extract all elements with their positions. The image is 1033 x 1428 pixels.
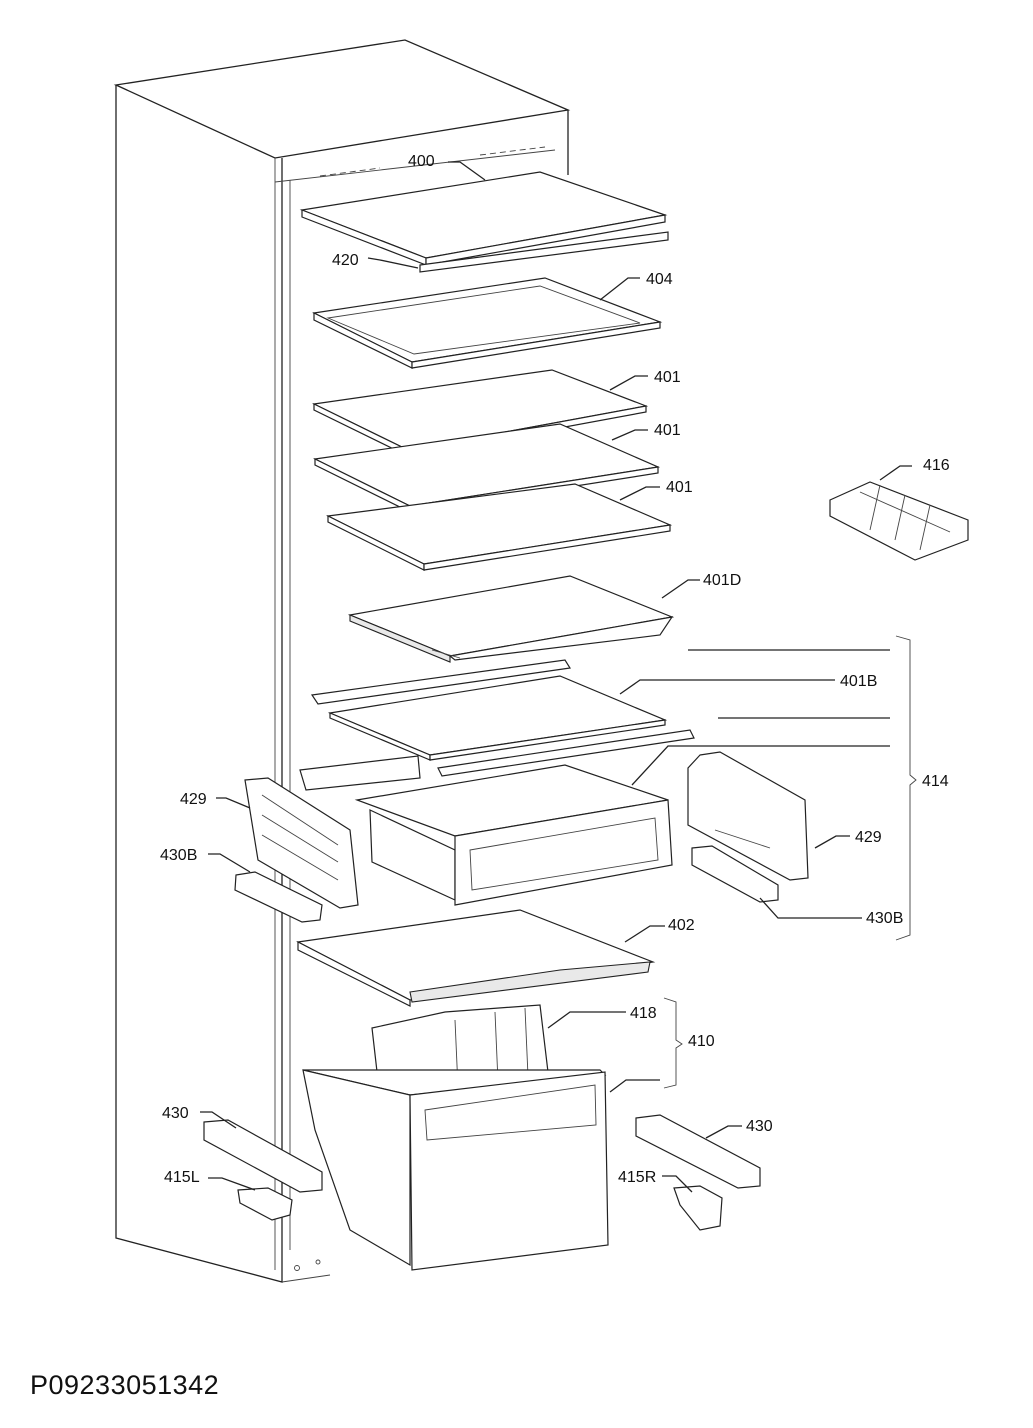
label-430-right: 430 (746, 1118, 773, 1135)
label-401-3: 401 (666, 479, 693, 496)
label-416: 416 (923, 457, 950, 474)
label-401-2: 401 (654, 422, 681, 439)
label-401B: 401B (840, 673, 877, 690)
part-402-shelf (296, 909, 656, 1007)
part-401D-tray (347, 575, 675, 663)
label-430-left: 430 (162, 1105, 189, 1122)
leader-lines (200, 161, 917, 1193)
label-401D: 401D (703, 572, 741, 589)
part-415R-right-bracket (673, 1185, 723, 1231)
part-416-ice-tray (829, 481, 969, 561)
part-crisper-drawer (354, 764, 673, 906)
part-430-right-rail (635, 1114, 761, 1189)
drawing-reference-code: P09233051342 (30, 1370, 220, 1400)
label-404: 404 (646, 271, 673, 288)
label-415L: 415L (164, 1169, 200, 1186)
part-labels: 400 420 404 401 401 401 416 401D 401B 41… (160, 153, 950, 1186)
label-401-1: 401 (654, 369, 681, 386)
label-430B-right: 430B (866, 910, 903, 927)
part-429-right-cover (687, 751, 809, 881)
label-429-left: 429 (180, 791, 207, 808)
label-402: 402 (668, 917, 695, 934)
part-430B-right-rail (691, 845, 779, 903)
part-401-shelf-3 (325, 483, 673, 571)
label-429-right: 429 (855, 829, 882, 846)
label-400: 400 (408, 153, 435, 170)
part-430-left-rail (203, 1119, 323, 1193)
label-418: 418 (630, 1005, 657, 1022)
label-420: 420 (332, 252, 359, 269)
label-414: 414 (922, 773, 949, 790)
part-400-top-shelf (299, 171, 668, 266)
part-429-left-cover (244, 777, 359, 909)
part-404-shelf (312, 277, 663, 369)
part-401B-crisper-cover (299, 659, 695, 791)
part-410-freezer-drawer (302, 1069, 609, 1271)
part-420-strip (419, 231, 669, 273)
part-415L-left-bracket (237, 1187, 293, 1221)
label-415R: 415R (618, 1169, 656, 1186)
part-430B-left-rail (234, 871, 323, 923)
label-410: 410 (688, 1033, 715, 1050)
label-430B-left: 430B (160, 847, 197, 864)
cabinet-outline (113, 39, 571, 1283)
